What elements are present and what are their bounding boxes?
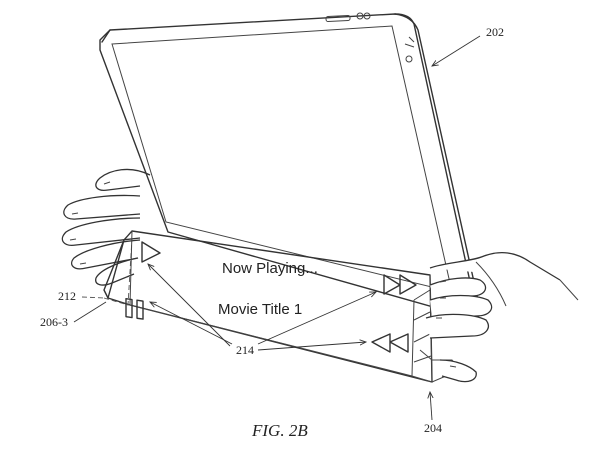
label-212: 212 [58,289,76,303]
left-hand [61,168,151,286]
fast-forward-icon [383,274,417,295]
label-204: 204 [424,421,442,435]
figure-caption: FIG. 2B [251,421,308,440]
smart-cover [103,230,461,383]
movie-title-text: Movie Title 1 [218,301,302,318]
rewind-icon [371,333,409,353]
label-214: 214 [236,343,254,357]
label-202: 202 [486,25,504,39]
right-hand [425,251,579,383]
tablet-device [99,12,479,319]
pause-icon-left-bar [125,298,133,319]
play-icon [141,241,161,263]
label-206-3: 206-3 [40,315,68,329]
now-playing-text: Now Playing... [222,260,318,277]
pause-icon-right-bar [136,299,144,320]
playback-controls [125,241,417,353]
